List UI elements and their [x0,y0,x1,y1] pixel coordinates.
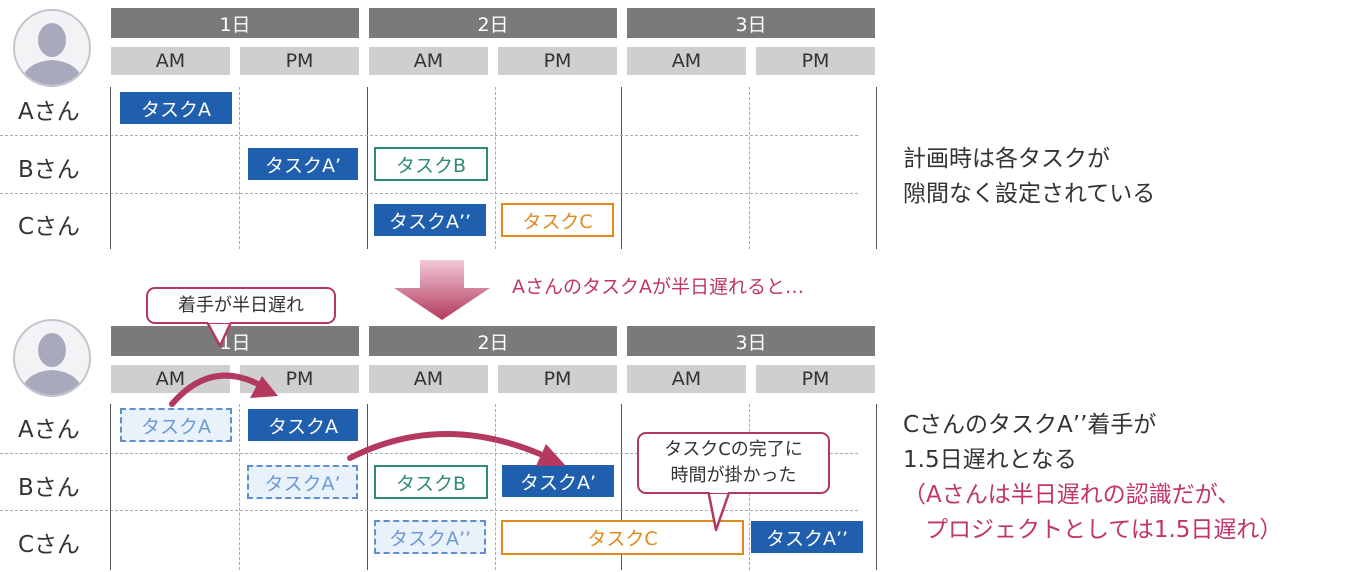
half-header: PM [756,365,875,393]
delay-note-emphasis: （Aさんは半日遅れの認識だが、 [903,482,1241,508]
delay-note-emphasis: プロジェクトとしては1.5日遅れ） [925,517,1283,543]
callout-line: タスクCの完了に [664,439,803,460]
task-a-ghost: タスクA [120,408,232,442]
delay-note: CさんのタスクA’’着手が 1.5日遅れとなる （Aさんは半日遅れの認識だが、 … [903,408,1282,548]
transition-label: AさんのタスクAが半日遅れると… [512,276,804,298]
grid-line [367,404,368,570]
day-header-2: 2日 [369,8,617,38]
plan-note: 計画時は各タスクが 隙間なく設定されている [903,142,1155,212]
half-header: AM [369,365,488,393]
grid-line [110,404,111,570]
row-label-c: Cさん [18,214,81,240]
row-divider [0,193,858,194]
row-divider [0,510,858,511]
callout-joint [710,488,728,493]
grid-line [239,404,240,570]
delay-note-line: CさんのタスクA’’着手が [903,412,1157,438]
person-avatar-icon [13,9,91,87]
task-a-prime: タスクA’ [248,148,358,180]
half-header: PM [240,47,359,75]
day-header-3: 3日 [627,8,875,38]
grid-line [876,404,877,570]
grid-line [367,87,368,249]
half-header: AM [627,47,746,75]
half-header: AM [369,47,488,75]
grid-line [621,404,622,570]
row-label-b: Bさん [18,475,80,501]
task-b: タスクB [374,465,488,499]
grid-line [495,404,496,570]
callout-start-delay: 着手が半日遅れ [146,287,336,324]
row-label-b: Bさん [18,157,80,183]
half-header: AM [111,47,230,75]
task-a-double-prime-ghost: タスクA’’ [374,520,486,554]
task-a-prime: タスクA’ [502,465,614,497]
grid-line [110,87,111,249]
task-c-extended: タスクC [501,520,744,555]
half-header: AM [627,365,746,393]
grid-line [495,87,496,249]
grid-line [876,87,877,249]
row-divider [0,135,858,136]
row-label-a: Aさん [18,417,80,443]
person-avatar-icon [13,319,91,397]
row-label-a: Aさん [18,99,80,125]
day-header-3: 3日 [627,326,875,356]
row-label-c: Cさん [18,532,81,558]
task-a: タスクA [248,409,358,441]
half-header: PM [498,365,617,393]
callout-task-c-delay: タスクCの完了に 時間が掛かった [637,432,830,494]
callout-joint [208,318,230,323]
grid-line [749,87,750,249]
plan-note-line: 隙間なく設定されている [903,181,1156,207]
task-a-prime-ghost: タスクA’ [247,465,358,499]
grid-line [239,87,240,249]
task-a-double-prime: タスクA’’ [374,204,486,236]
half-header: PM [756,47,875,75]
half-header: PM [498,47,617,75]
callout-line: 時間が掛かった [670,465,797,486]
row-divider [0,453,858,454]
day-header-1: 1日 [111,326,359,356]
task-c: タスクC [501,203,614,237]
task-b: タスクB [374,147,488,181]
day-header-2: 2日 [369,326,617,356]
delay-note-line: 1.5日遅れとなる [903,447,1077,473]
task-a-double-prime: タスクA’’ [751,521,863,553]
down-arrow-icon [394,260,490,320]
grid-line [621,87,622,249]
plan-note-line: 計画時は各タスクが [903,146,1110,172]
task-a: タスクA [120,92,232,124]
day-header-1: 1日 [111,8,359,38]
